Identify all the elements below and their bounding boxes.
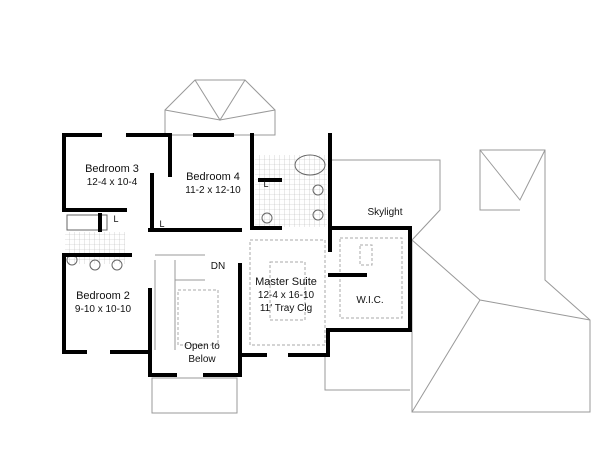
room-bedroom-2: Bedroom 2 9-10 x 10-10 (75, 290, 131, 316)
open-to-line-2: Below (188, 354, 216, 365)
room-bedroom-3: Bedroom 3 12-4 x 10-4 (85, 163, 139, 189)
room-size: 12-4 x 16-10 (257, 290, 315, 301)
master-bath-tile (255, 155, 327, 227)
tray-ceiling (177, 237, 403, 346)
skylight-label: Skylight (367, 207, 403, 218)
linen-closet-label: L (113, 214, 119, 224)
room-name: Master Suite (255, 276, 317, 288)
room-size: 11-2 x 12-10 (185, 185, 241, 196)
room-size: 12-4 x 10-4 (86, 177, 138, 188)
fixtures (66, 154, 326, 350)
room-note: 11' Tray Clg (259, 303, 313, 314)
room-bedroom-4: Bedroom 4 11-2 x 12-10 (185, 171, 240, 197)
bath-tile (65, 232, 125, 264)
linen-closet-label: L (263, 179, 269, 189)
stairs-down-label: DN (210, 261, 226, 272)
room-name: Bedroom 4 (186, 171, 240, 183)
room-name: Bedroom 3 (85, 163, 139, 175)
room-wic: W.I.C. (356, 295, 384, 306)
open-to-line-1: Open to (184, 341, 220, 352)
linen-closet-label: L (159, 219, 165, 229)
room-size: 9-10 x 10-10 (74, 304, 132, 315)
walls (62, 133, 412, 377)
room-master-suite: Master Suite 12-4 x 16-10 11' Tray Clg (255, 276, 317, 315)
roof-outline (151, 79, 591, 414)
open-to-below: Open to Below (184, 340, 220, 366)
room-name: Bedroom 2 (76, 290, 130, 302)
